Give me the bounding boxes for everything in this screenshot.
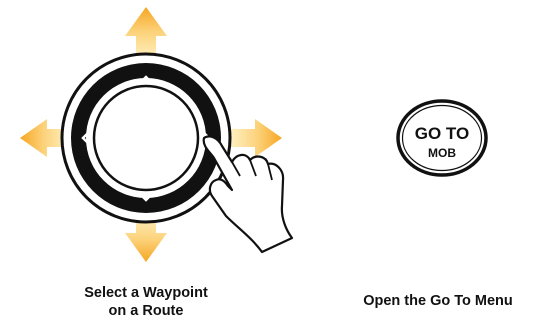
caption-select-waypoint: Select a Waypoint on a Route (50, 284, 242, 320)
goto-mob-button[interactable]: GO TO MOB (398, 101, 486, 175)
caption-open-goto-menu: Open the Go To Menu (338, 292, 538, 310)
mob-label: MOB (428, 146, 456, 160)
caption-left-line-2: on a Route (50, 302, 242, 320)
hand-icon (204, 136, 292, 252)
caption-left-line-1: Select a Waypoint (50, 284, 242, 302)
arrow-right-icon (228, 119, 282, 157)
goto-label: GO TO (415, 124, 469, 143)
